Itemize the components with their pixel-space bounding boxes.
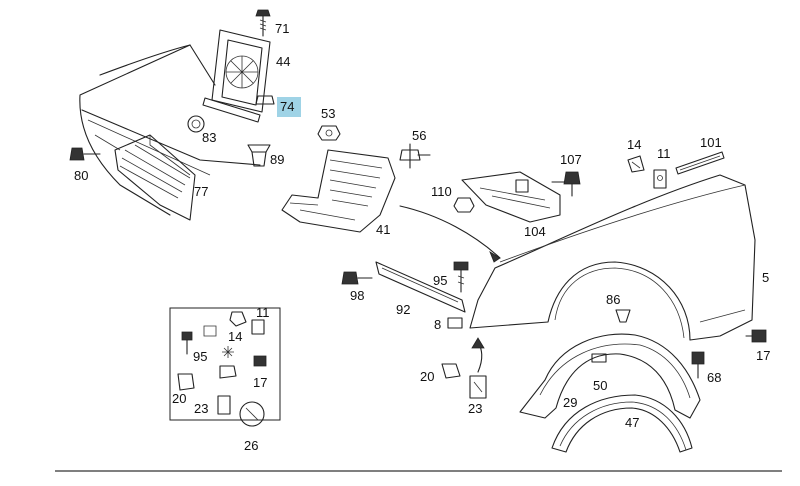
callout-83[interactable]: 83 [202,130,216,145]
kit-clip-20-icon[interactable] [177,373,195,391]
callout-74[interactable]: 74 [280,99,294,114]
kit-label-23[interactable]: 23 [194,401,208,416]
callout-53[interactable]: 53 [321,106,335,121]
callout-23[interactable]: 23 [468,401,482,416]
front-body-section [79,44,261,216]
callout-56[interactable]: 56 [412,128,426,143]
part-71-screw[interactable] [255,9,271,37]
callout-14[interactable]: 14 [627,137,641,152]
part-86-clip[interactable] [615,309,631,323]
callout-80[interactable]: 80 [74,168,88,183]
callout-104[interactable]: 104 [524,224,546,239]
part-83-grommet[interactable] [187,115,205,133]
part-23-retainer[interactable] [469,375,487,399]
kit-screw-17-icon[interactable] [253,355,267,367]
callout-98[interactable]: 98 [350,288,364,303]
kit-label-17[interactable]: 17 [253,375,267,390]
callout-71[interactable]: 71 [275,21,289,36]
part-95-bolt[interactable] [453,261,469,293]
part-80-bolt[interactable] [69,147,101,161]
arrow-retainer-to-fender [471,337,485,373]
callout-44[interactable]: 44 [276,54,290,69]
callout-8[interactable]: 8 [434,317,441,332]
kit-screw-icon[interactable] [229,311,247,327]
callout-5[interactable]: 5 [762,270,769,285]
callout-29[interactable]: 29 [563,395,577,410]
callout-11[interactable]: 11 [657,146,671,161]
part-8-clip[interactable] [447,317,463,329]
small-parts-kit [169,307,281,427]
callout-101[interactable]: 101 [700,135,722,150]
part-47-arch[interactable] [551,394,693,453]
callout-20[interactable]: 20 [420,369,434,384]
part-5-fender[interactable] [469,174,756,341]
part-41-housing[interactable] [281,149,396,233]
part-89-clip[interactable] [247,144,271,167]
callout-50[interactable]: 50 [593,378,607,393]
part-53-nut[interactable] [317,125,341,141]
part-11-clip-nut[interactable] [653,169,667,189]
part-56-clip[interactable] [399,143,431,169]
part-101-strip[interactable] [675,151,725,175]
kit-clip-nut-icon[interactable] [251,319,265,335]
part-104-bracket[interactable] [461,171,561,223]
callout-17[interactable]: 17 [756,348,770,363]
highlight-74 [277,97,301,117]
part-107-screw[interactable] [551,171,581,197]
callout-68[interactable]: 68 [707,370,721,385]
callout-92[interactable]: 92 [396,302,410,317]
part-92-strip[interactable] [375,261,466,313]
callout-89[interactable]: 89 [270,152,284,167]
part-68-bolt[interactable] [691,351,705,379]
kit-tool-26-icon[interactable] [239,401,265,427]
part-17-screw[interactable] [745,329,767,343]
kit-label-20[interactable]: 20 [172,391,186,406]
part-77-duct[interactable] [114,134,196,221]
arrow-housing-to-fender [399,205,501,263]
callout-47[interactable]: 47 [625,415,639,430]
callout-77[interactable]: 77 [194,184,208,199]
kit-label-11[interactable]: 11 [256,305,270,320]
callout-95[interactable]: 95 [433,273,447,288]
part-44-bracket[interactable] [202,29,271,123]
kit-retainer-23-icon[interactable] [217,395,231,415]
part-14-screw[interactable] [627,155,645,173]
kit-bolt-icon[interactable] [181,331,193,341]
callout-110[interactable]: 110 [431,184,452,199]
part-20-clip[interactable] [441,363,461,379]
part-29-liner[interactable] [519,333,701,419]
part-110-nut[interactable] [453,197,475,213]
callout-41[interactable]: 41 [376,222,390,237]
callout-86[interactable]: 86 [606,292,620,307]
callout-107[interactable]: 107 [560,152,582,167]
kit-label-95[interactable]: 95 [193,349,207,364]
kit-label-26[interactable]: 26 [244,438,258,453]
kit-label-14[interactable]: 14 [228,329,242,344]
part-98-bolt[interactable] [341,271,373,285]
part-50-clip[interactable] [591,353,607,363]
part-74-clip[interactable] [255,95,275,105]
